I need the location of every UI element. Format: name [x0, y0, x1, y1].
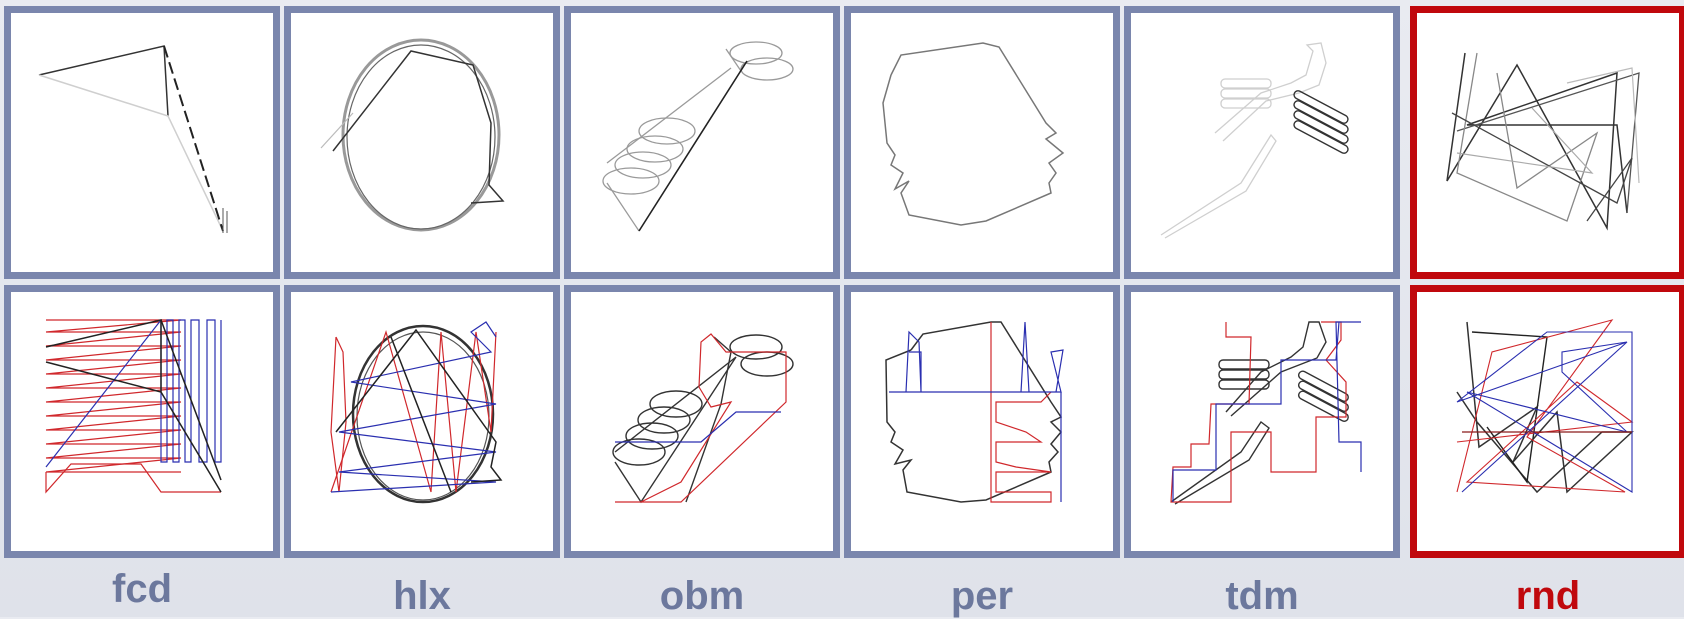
- method-label-fcd: fcd: [4, 566, 280, 612]
- panel-per-bottom: [844, 285, 1120, 558]
- panel-tdm-bottom: [1124, 285, 1400, 558]
- panel-rnd-top: [1410, 6, 1684, 279]
- panel-tdm-top: [1124, 6, 1400, 279]
- method-label-per: per: [844, 573, 1120, 619]
- panel-obm-bottom: [564, 285, 840, 558]
- method-label-hlx: hlx: [284, 573, 560, 619]
- panel-fcd-bottom: [4, 285, 280, 558]
- method-label-tdm: tdm: [1124, 573, 1400, 619]
- method-label-rnd: rnd: [1410, 573, 1684, 619]
- panel-hlx-bottom: [284, 285, 560, 558]
- panel-obm-top: [564, 6, 840, 279]
- method-label-obm: obm: [564, 573, 840, 619]
- panel-hlx-top: [284, 6, 560, 279]
- panel-rnd-bottom: [1410, 285, 1684, 558]
- panel-fcd-top: [4, 6, 280, 279]
- panel-per-top: [844, 6, 1120, 279]
